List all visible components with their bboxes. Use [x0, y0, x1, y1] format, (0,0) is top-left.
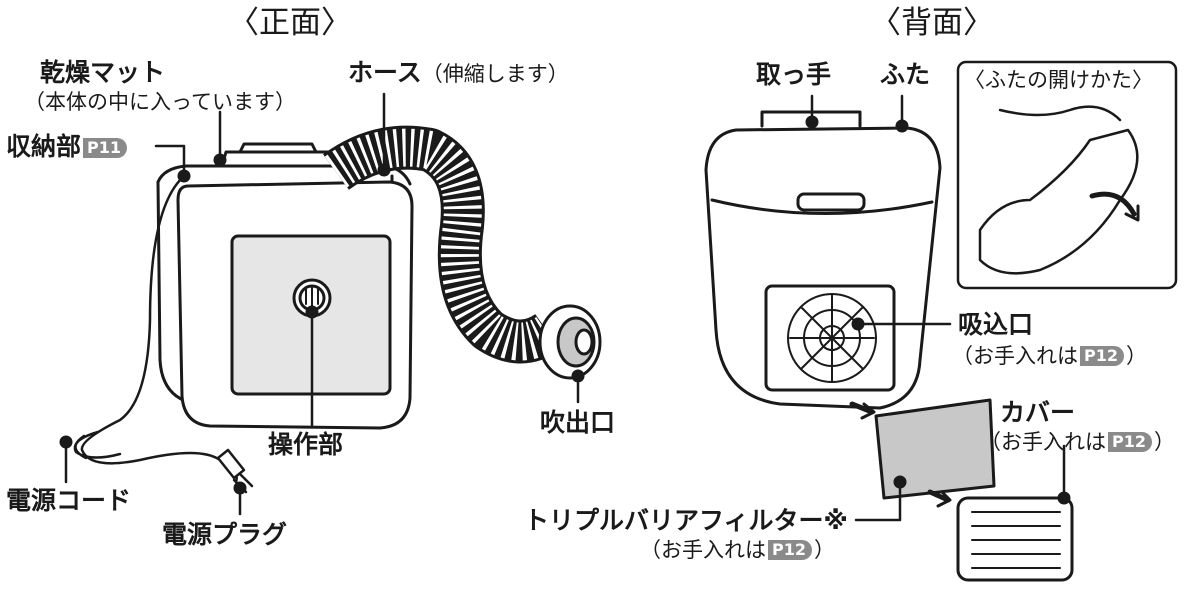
arrow-icon-2: [927, 489, 951, 503]
hose-note: （伸縮します）: [421, 62, 569, 86]
outlet-label: 吹出口: [540, 408, 616, 437]
mat-note: （本体の中に入っています）: [24, 90, 296, 114]
cover-label: カバー: [1000, 398, 1076, 427]
cover-note-pre: （お手入れは: [980, 430, 1106, 454]
hose-label-group: ホース（伸縮します）: [348, 60, 569, 85]
power-plug: [216, 448, 246, 480]
controls-label: 操作部: [268, 430, 344, 459]
intake-page-ref: P12: [1080, 346, 1124, 366]
hose-label: ホース: [348, 58, 422, 87]
inset-frame: [956, 60, 1178, 290]
cover-page-ref: P12: [1108, 432, 1152, 452]
cover-note-post: ）: [1154, 430, 1175, 454]
filter-page-ref: P12: [768, 540, 812, 560]
power-cord: [80, 176, 238, 484]
back-title: 〈背面〉: [870, 5, 994, 41]
arrow-icon-1: [849, 401, 875, 415]
front-illustration: [59, 92, 602, 516]
intake-note-pre: （お手入れは: [952, 344, 1078, 368]
storage-page-ref: P11: [83, 138, 128, 158]
front-title: 〈正面〉: [228, 5, 352, 41]
handle-label: 取っ手: [756, 60, 832, 89]
intake-note-post: ）: [1126, 344, 1147, 368]
intake-label: 吸込口: [958, 310, 1034, 339]
filter-panel: [874, 398, 996, 500]
plug-label: 電源プラグ: [162, 520, 288, 549]
filter-note-post: ）: [814, 538, 835, 562]
filter-note-pre: （お手入れは: [640, 538, 766, 562]
inset-title: 〈ふたの開けかた〉: [964, 68, 1153, 92]
filter-label: トリプルバリアフィルター※: [524, 506, 848, 535]
storage-label: 収納部: [6, 132, 82, 161]
cord-label: 電源コード: [6, 486, 132, 515]
open-arrow-icon: [1089, 191, 1137, 217]
mat-label: 乾燥マット: [40, 58, 166, 87]
lid-label: ふた: [880, 60, 931, 89]
